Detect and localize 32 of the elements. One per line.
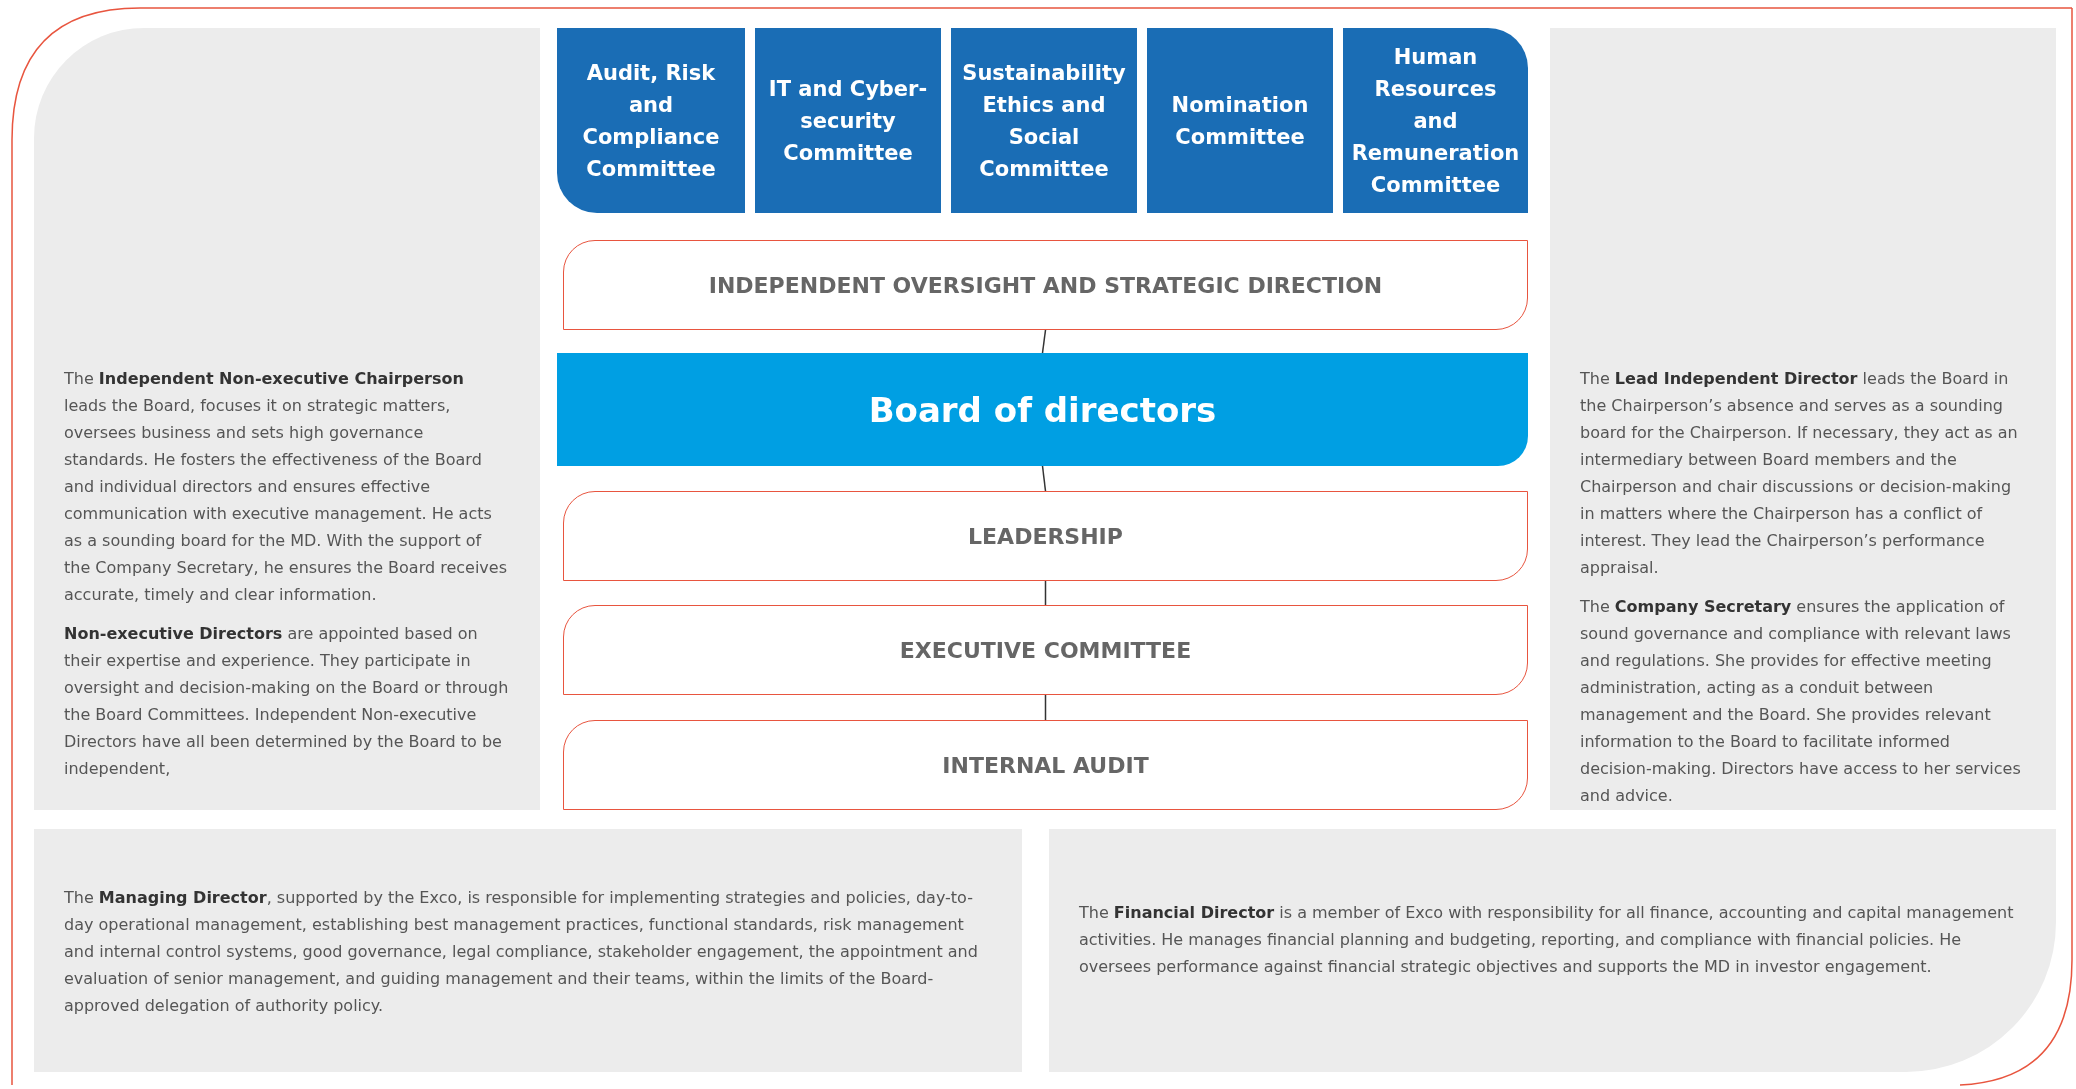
description-text: The Financial Director is a member of Exco with responsibility for all finance, accounting and capital management activities. He manages financial planning and budgeting, reporting, and compliance with financial policies. He oversees performance against financial strategic objectives and supports the MD in investor engagement.: [1079, 902, 2015, 978]
committee-box: [1343, 28, 1528, 213]
connector-line: [1044, 694, 1047, 721]
stage-label: LEADERSHIP: [968, 523, 1123, 549]
description-text: The Managing Director, supported by the Exco, is responsible for implementing strategies and policies, day-to-day operational management, establishing best management practices, functional standards, risk management and internal control systems, good governance, legal compliance, stakeholder engagement, the appointment and evaluation of senior management, and guiding management and their teams, within the limits of the Board-approved delegation of authority policy.: [64, 887, 979, 1017]
committee-name: Human Resources and Remuneration Committee: [1351, 43, 1520, 199]
description-text: Non-executive Directors are appointed based on their expertise and experience. They participate in oversight and decision-making on the Board or through the Board Committees. Independent Non-executive Directors have all been determined by the Board to be independent,: [64, 623, 510, 780]
stage-band: [563, 240, 1528, 330]
text-panel: [1049, 829, 2056, 1072]
stage-label: EXECUTIVE COMMITTEE: [899, 637, 1192, 663]
committee-box: [951, 28, 1137, 213]
connector-line: [1041, 465, 1047, 492]
stage-band: [563, 491, 1528, 581]
stage-band: [563, 605, 1528, 695]
description-text: The Independent Non-executive Chairperson leads the Board, focuses it on strategic matters, oversees business and sets high governance standards. He fosters the effectiveness of the Board and individual directors and ensures effective communication with executive management. He acts as a sounding board for the MD. With the support of the Company Secretary, he ensures the Board receives accurate, timely and clear information.: [64, 368, 508, 606]
text-panel: [34, 28, 540, 810]
stage-label: INTERNAL AUDIT: [942, 752, 1149, 778]
committee-box: [557, 28, 745, 213]
connector-line: [1044, 580, 1047, 606]
committee-name: Audit, Risk and Compliance Committee: [581, 59, 721, 183]
committee-name: Sustainability Ethics and Social Committee: [961, 59, 1127, 183]
committee-box: [1147, 28, 1333, 213]
committee-name: Nomination Committee: [1170, 91, 1310, 151]
stage-band: [563, 720, 1528, 810]
description-text: The Company Secretary ensures the application of sound governance and compliance with relevant laws and regulations. She provides for effective meeting administration, acting as a conduit between management and the Board. She provides relevant information to the Board to facilitate informed decision-making. Directors have access to her services and advice.: [1580, 596, 2022, 807]
stage-label: INDEPENDENT OVERSIGHT AND STRATEGIC DIRECTION: [708, 272, 1383, 298]
connector-line: [1041, 329, 1047, 354]
committee-box: [755, 28, 941, 213]
committee-name: IT and Cyber-security Committee: [767, 75, 929, 167]
board-title: Board of directors: [868, 389, 1217, 430]
description-text: The Lead Independent Director leads the Board in the Chairperson’s absence and serves as a sounding board for the Chairperson. If necessary, they act as an intermediary between Board members and the Chairperson and chair discussions or decision-making in matters where the Chairperson has a conflict of interest. They lead the Chairperson’s performance appraisal.: [1580, 368, 2019, 579]
board-box: [557, 353, 1528, 466]
